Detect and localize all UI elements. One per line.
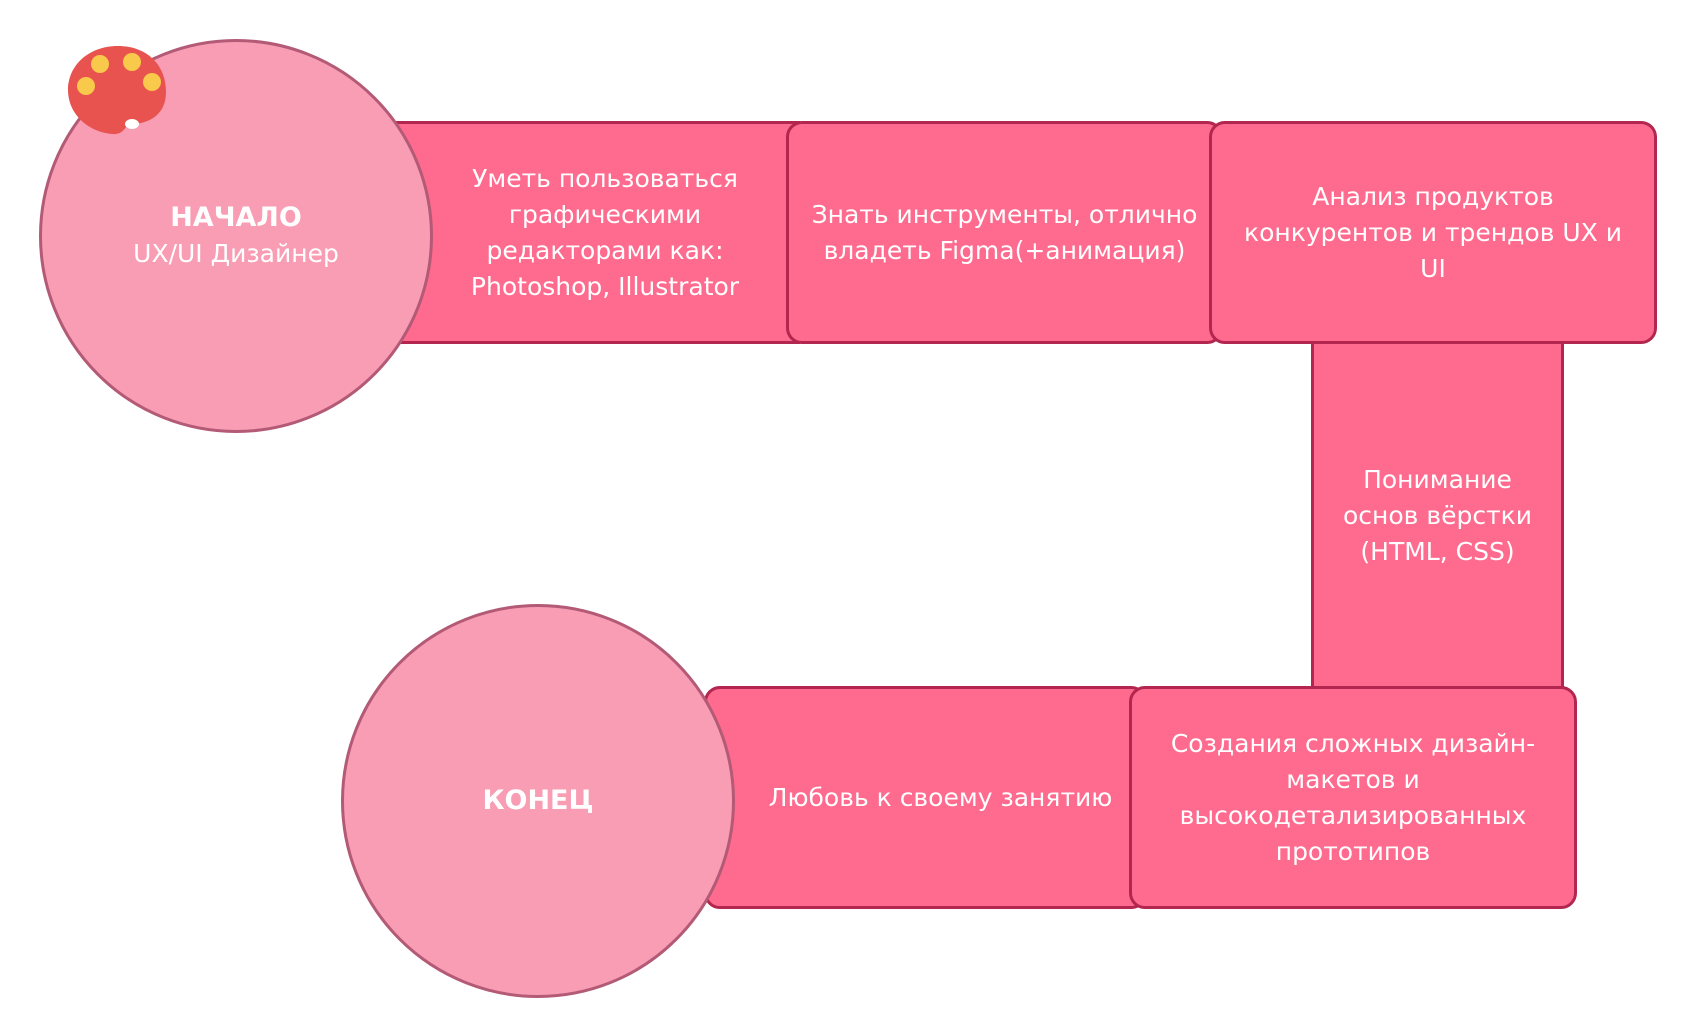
step-love-of-work: Любовь к своему занятию — [704, 686, 1147, 909]
step-label: Анализ продуктов конкурентов и трендов U… — [1243, 181, 1622, 283]
palette-icon — [68, 46, 166, 135]
step-competitor-analysis: Анализ продуктов конкурентов и трендов U… — [1209, 121, 1657, 344]
start-subtitle: UX/UI Дизайнер — [133, 239, 339, 268]
end-node: КОНЕЦ — [341, 604, 735, 998]
step-figma: Знать инструменты, отлично владеть Figma… — [786, 121, 1223, 344]
step-label: Любовь к своему занятию — [768, 782, 1113, 812]
step-label: Уметь пользоваться графическими редактор… — [470, 163, 740, 301]
step-prototypes: Создания сложных дизайн-макетов и высоко… — [1129, 686, 1577, 909]
end-title: КОНЕЦ — [482, 785, 594, 816]
step-layout-basics: Понимание основ вёрстки (HTML, CSS) — [1311, 330, 1564, 702]
step-label: Создания сложных дизайн-макетов и высоко… — [1170, 728, 1536, 866]
step-graphic-editors: Уметь пользоваться графическими редактор… — [380, 121, 800, 344]
step-label: Понимание основ вёрстки (HTML, CSS) — [1342, 465, 1532, 566]
step-label: Знать инструменты, отлично владеть Figma… — [811, 199, 1198, 265]
start-title: НАЧАЛО — [170, 202, 302, 233]
